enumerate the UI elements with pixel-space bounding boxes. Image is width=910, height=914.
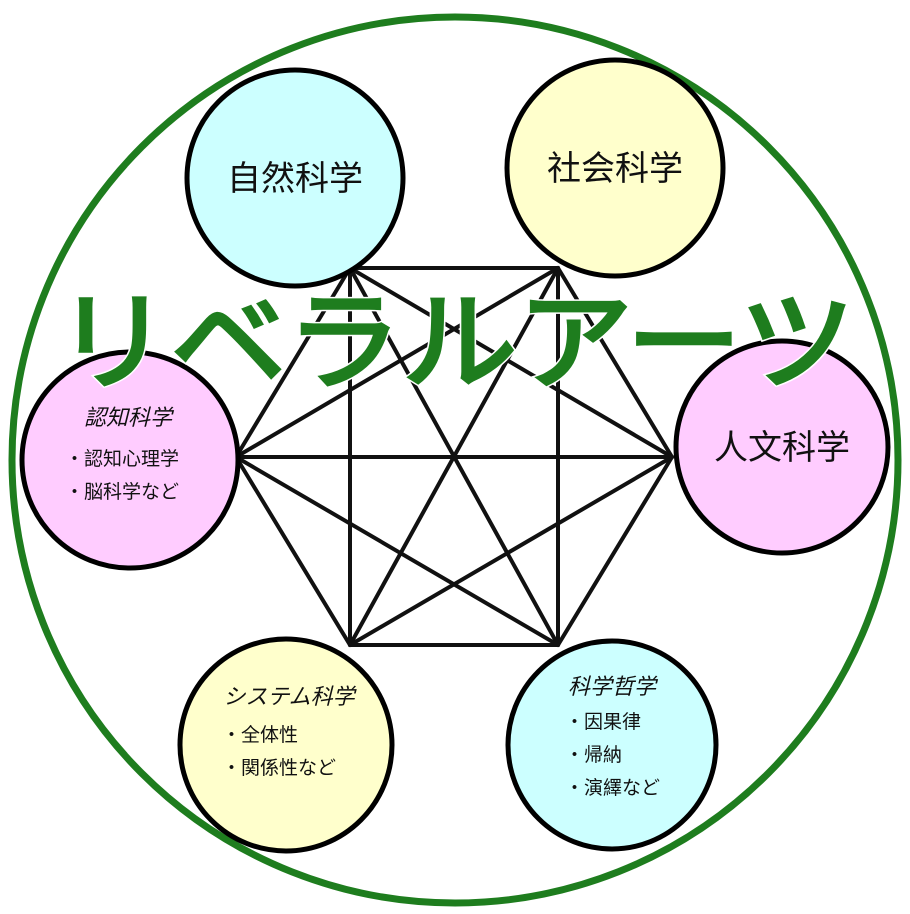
node-circle-philosophy-of-science	[505, 638, 719, 852]
node-circle-cognitive-science	[19, 349, 241, 571]
network-edge	[234, 266, 352, 459]
node-cognitive-science: 認知科学 ・認知心理学 ・脳科学など	[19, 349, 241, 571]
node-item: ・帰納	[565, 744, 622, 766]
outer-ring	[8, 13, 902, 907]
network-edge	[234, 266, 560, 459]
node-title-humanities: 人文科学	[714, 428, 850, 468]
node-title-philosophy-of-science: 科学哲学	[568, 675, 659, 700]
node-item: ・脳科学など	[65, 481, 179, 503]
network-edge	[556, 266, 674, 459]
node-systems-science: システム科学 ・全体性 ・関係性など	[177, 636, 395, 854]
network-edge	[234, 455, 352, 647]
network-edge	[234, 455, 560, 647]
node-circle-systems-science	[177, 636, 395, 854]
node-humanities: 人文科学	[673, 338, 891, 556]
node-social-science: 社会科学	[504, 57, 726, 279]
node-philosophy-of-science: 科学哲学 ・因果律 ・帰納 ・演繹など	[505, 638, 719, 852]
banner-title: リベラルアーツ	[55, 281, 855, 406]
node-title-systems-science: システム科学	[223, 685, 357, 710]
node-item: ・全体性	[222, 724, 298, 746]
node-circle-humanities	[673, 338, 891, 556]
network-edge	[348, 455, 674, 647]
node-title-social-science: 社会科学	[547, 149, 683, 189]
network-edges	[234, 266, 674, 647]
node-item: ・因果律	[565, 711, 641, 733]
node-title-cognitive-science: 認知科学	[84, 406, 175, 431]
node-title-natural-science: 自然科学	[227, 159, 363, 199]
node-item: ・演繹など	[565, 777, 660, 799]
node-circle-natural-science	[184, 67, 406, 289]
node-natural-science: 自然科学	[184, 67, 406, 289]
node-item: ・認知心理学	[65, 448, 179, 470]
network-edge	[348, 266, 674, 459]
node-circle-social-science	[504, 57, 726, 279]
node-item: ・関係性など	[222, 757, 336, 779]
network-edge	[556, 455, 674, 647]
